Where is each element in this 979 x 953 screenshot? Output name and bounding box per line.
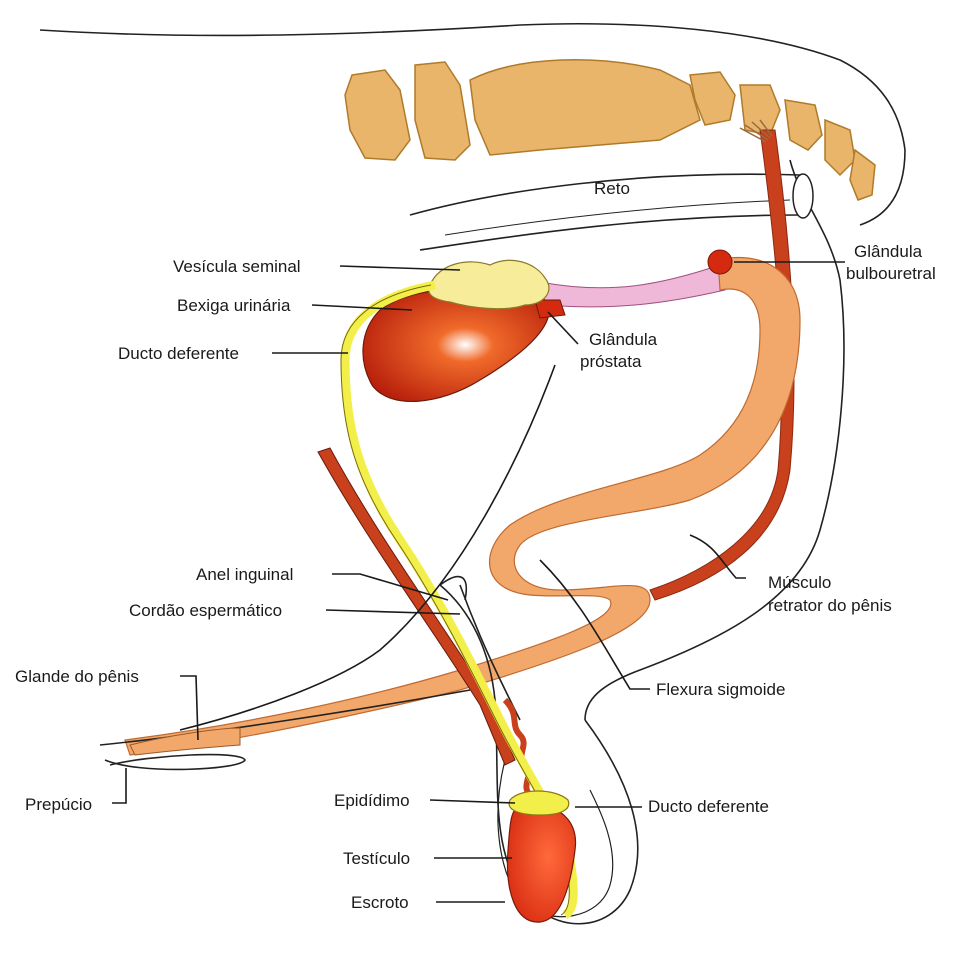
label-bexiga-urinaria: Bexiga urinária [177,296,291,315]
label-glandula-bulbouretral-1: Glândula [854,242,923,261]
label-anel-inguinal: Anel inguinal [196,565,293,584]
label-glande-do-penis: Glande do pênis [15,667,139,686]
label-glandula-bulbouretral-2: bulbouretral [846,264,936,283]
label-ducto-deferente-top: Ducto deferente [118,344,239,363]
testis [507,804,575,922]
label-musculo-retrator-1: Músculo [768,573,831,592]
pelvic-contour [585,160,844,720]
pelvic-urethra [540,265,725,307]
label-ducto-deferente-bottom: Ducto deferente [648,797,769,816]
label-glandula-prostata-1: Glândula [589,330,658,349]
spermatic-cord [318,448,515,765]
label-escroto: Escroto [351,893,409,912]
label-musculo-retrator-2: retrator do pênis [768,596,892,615]
label-epididimo: Epidídimo [334,791,410,810]
label-vesicula-seminal: Vesícula seminal [173,257,301,276]
label-cordao-espermatico: Cordão espermático [129,601,282,620]
label-testiculo: Testículo [343,849,410,868]
epididymis [509,791,569,815]
label-reto: Reto [594,179,630,198]
bulbourethral-gland [708,250,732,274]
label-prepucio: Prepúcio [25,795,92,814]
label-glandula-prostata-2: próstata [580,352,642,371]
label-flexura-sigmoide: Flexura sigmoide [656,680,785,699]
seminal-vesicle [429,260,549,308]
